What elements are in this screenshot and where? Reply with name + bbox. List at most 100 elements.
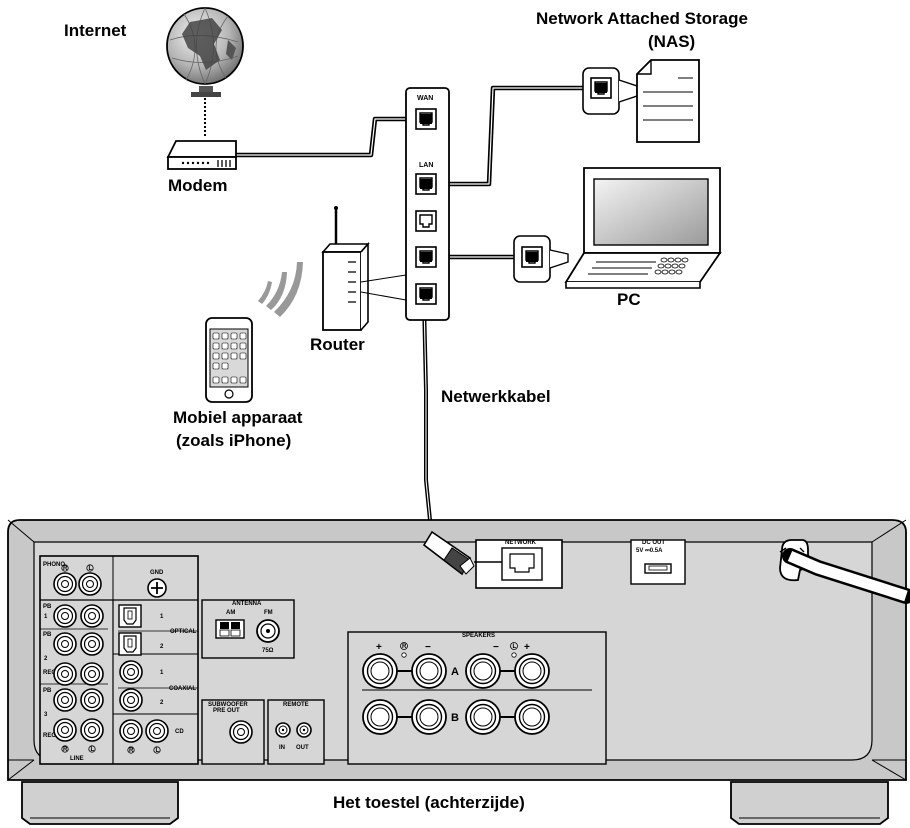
speaker-l-minus: −: [493, 642, 499, 653]
mobile-label-line2: (zoals iPhone): [176, 431, 291, 450]
speaker-b-r-minus-terminal: [411, 699, 447, 735]
modem-icon: [166, 140, 237, 170]
speaker-a-l-plus-terminal: [514, 653, 550, 689]
coaxial-jack-2: [119, 688, 143, 712]
remote-out-jack: [296, 722, 312, 738]
pb2-number: 2: [44, 656, 48, 662]
remote-out-label: OUT: [296, 745, 309, 751]
pb3-number: 3: [44, 712, 48, 718]
speaker-a-label: A: [451, 666, 459, 678]
optical-label: OPTICAL: [170, 629, 197, 635]
pb2-jack-r: [53, 632, 77, 656]
internet-globe-icon: [166, 7, 244, 97]
line-l-mark: L: [91, 747, 95, 753]
phono-label: PHONO: [43, 562, 65, 568]
line-r-mark: R: [63, 747, 68, 753]
pc-laptop-icon: [513, 167, 722, 289]
nas-label-line1: Network Attached Storage: [536, 9, 748, 28]
am-label: AM: [226, 610, 235, 616]
fm-antenna-jack: [256, 619, 280, 643]
coaxial-label: COAXIAL: [169, 686, 196, 692]
mobile-phone-icon: [205, 317, 253, 403]
modem-label: Modem: [168, 176, 228, 195]
subwoofer-pre-out-jack: [229, 720, 253, 744]
phono-jack-r: [53, 572, 77, 596]
cd-jack-l: [145, 719, 169, 743]
unit-caption: Het toestel (achterzijde): [333, 793, 525, 812]
pb1-jack-l: [80, 604, 104, 628]
optical-jack-2: [118, 632, 142, 656]
rec3-jack-l: [80, 718, 104, 742]
speaker-l-mark: L: [513, 644, 517, 650]
coaxial-jack-1: [119, 660, 143, 684]
dc-out-label: DC OUT: [642, 540, 665, 546]
optical-jack-1: [118, 604, 142, 628]
remote-in-label: IN: [279, 745, 285, 751]
pb2-label: PB: [43, 632, 52, 638]
pb1-label: PB: [43, 604, 52, 610]
pb3-jack-r: [53, 688, 77, 712]
wan-port-label: WAN: [417, 95, 433, 102]
fm-label: FM: [264, 610, 273, 616]
subwoofer-label-line1: SUBWOOFER: [208, 702, 248, 708]
nas-icon: [582, 59, 700, 143]
speaker-l-plus: +: [524, 642, 530, 653]
speaker-a-r-plus-terminal: [362, 653, 398, 689]
network-port-label: NETWORK: [505, 540, 537, 546]
cd-r-mark: R: [129, 748, 134, 754]
network-cable-plug-icon: [422, 530, 475, 576]
speaker-b-r-plus-terminal: [362, 699, 398, 735]
nas-label-line2: (NAS): [648, 32, 695, 51]
line-label: LINE: [70, 756, 84, 762]
router-port-panel: WAN LAN: [405, 87, 450, 321]
wifi-waves-icon: [258, 262, 303, 317]
modem-to-wan-cable: [236, 116, 420, 158]
phono-r-mark: R: [63, 566, 68, 572]
optical-1-number: 1: [160, 614, 164, 620]
cd-label: CD: [175, 729, 184, 735]
pb1-jack-r: [53, 604, 77, 628]
cd-l-mark: L: [156, 748, 160, 754]
speaker-b-l-minus-terminal: [465, 699, 501, 735]
speaker-a-r-minus-terminal: [411, 653, 447, 689]
rec3-jack-r: [53, 718, 77, 742]
speaker-a-l-minus-terminal: [465, 653, 501, 689]
speaker-r-minus: −: [425, 642, 431, 653]
pb3-jack-l: [80, 688, 104, 712]
dc-out-rating: 5V ⎓0.5A: [636, 548, 663, 554]
lan-port-label: LAN: [419, 162, 433, 169]
rec2-jack-l: [80, 662, 104, 686]
receiver-rear-panel: NETWORK DC OUT 5V ⎓0.5A: [7, 519, 910, 825]
rec2-label: REC: [43, 670, 56, 676]
pb3-label: PB: [43, 688, 52, 694]
network-cable-label: Netwerkkabel: [441, 387, 551, 406]
cd-jack-r: [119, 719, 143, 743]
remote-label: REMOTE: [283, 702, 309, 708]
am-antenna-terminal: [215, 619, 245, 639]
speakers-label: SPEAKERS: [462, 633, 495, 639]
router-label: Router: [310, 335, 365, 354]
rec3-label: REC: [43, 733, 56, 739]
phono-jack-l: [78, 572, 102, 596]
subwoofer-label-line2: PRE OUT: [213, 708, 240, 714]
remote-in-jack: [275, 722, 291, 738]
pc-label: PC: [617, 290, 641, 309]
internet-label: Internet: [64, 21, 127, 40]
router-icon: [321, 206, 407, 331]
speaker-b-label: B: [451, 712, 459, 724]
speaker-r-plus: +: [376, 642, 382, 653]
fm-ohm-label: 75Ω: [262, 648, 274, 654]
coaxial-1-number: 1: [160, 670, 164, 676]
lan-port-2: [415, 210, 437, 232]
pb1-number: 1: [44, 614, 48, 620]
rec2-jack-r: [53, 662, 77, 686]
optical-2-number: 2: [160, 644, 164, 650]
speaker-b-l-plus-terminal: [514, 699, 550, 735]
gnd-label: GND: [150, 570, 164, 576]
power-cord-icon: [779, 539, 910, 604]
mobile-label-line1: Mobiel apparaat: [173, 408, 303, 427]
antenna-label: ANTENNA: [232, 601, 262, 607]
phono-l-mark: L: [89, 566, 93, 572]
coaxial-2-number: 2: [160, 700, 164, 706]
